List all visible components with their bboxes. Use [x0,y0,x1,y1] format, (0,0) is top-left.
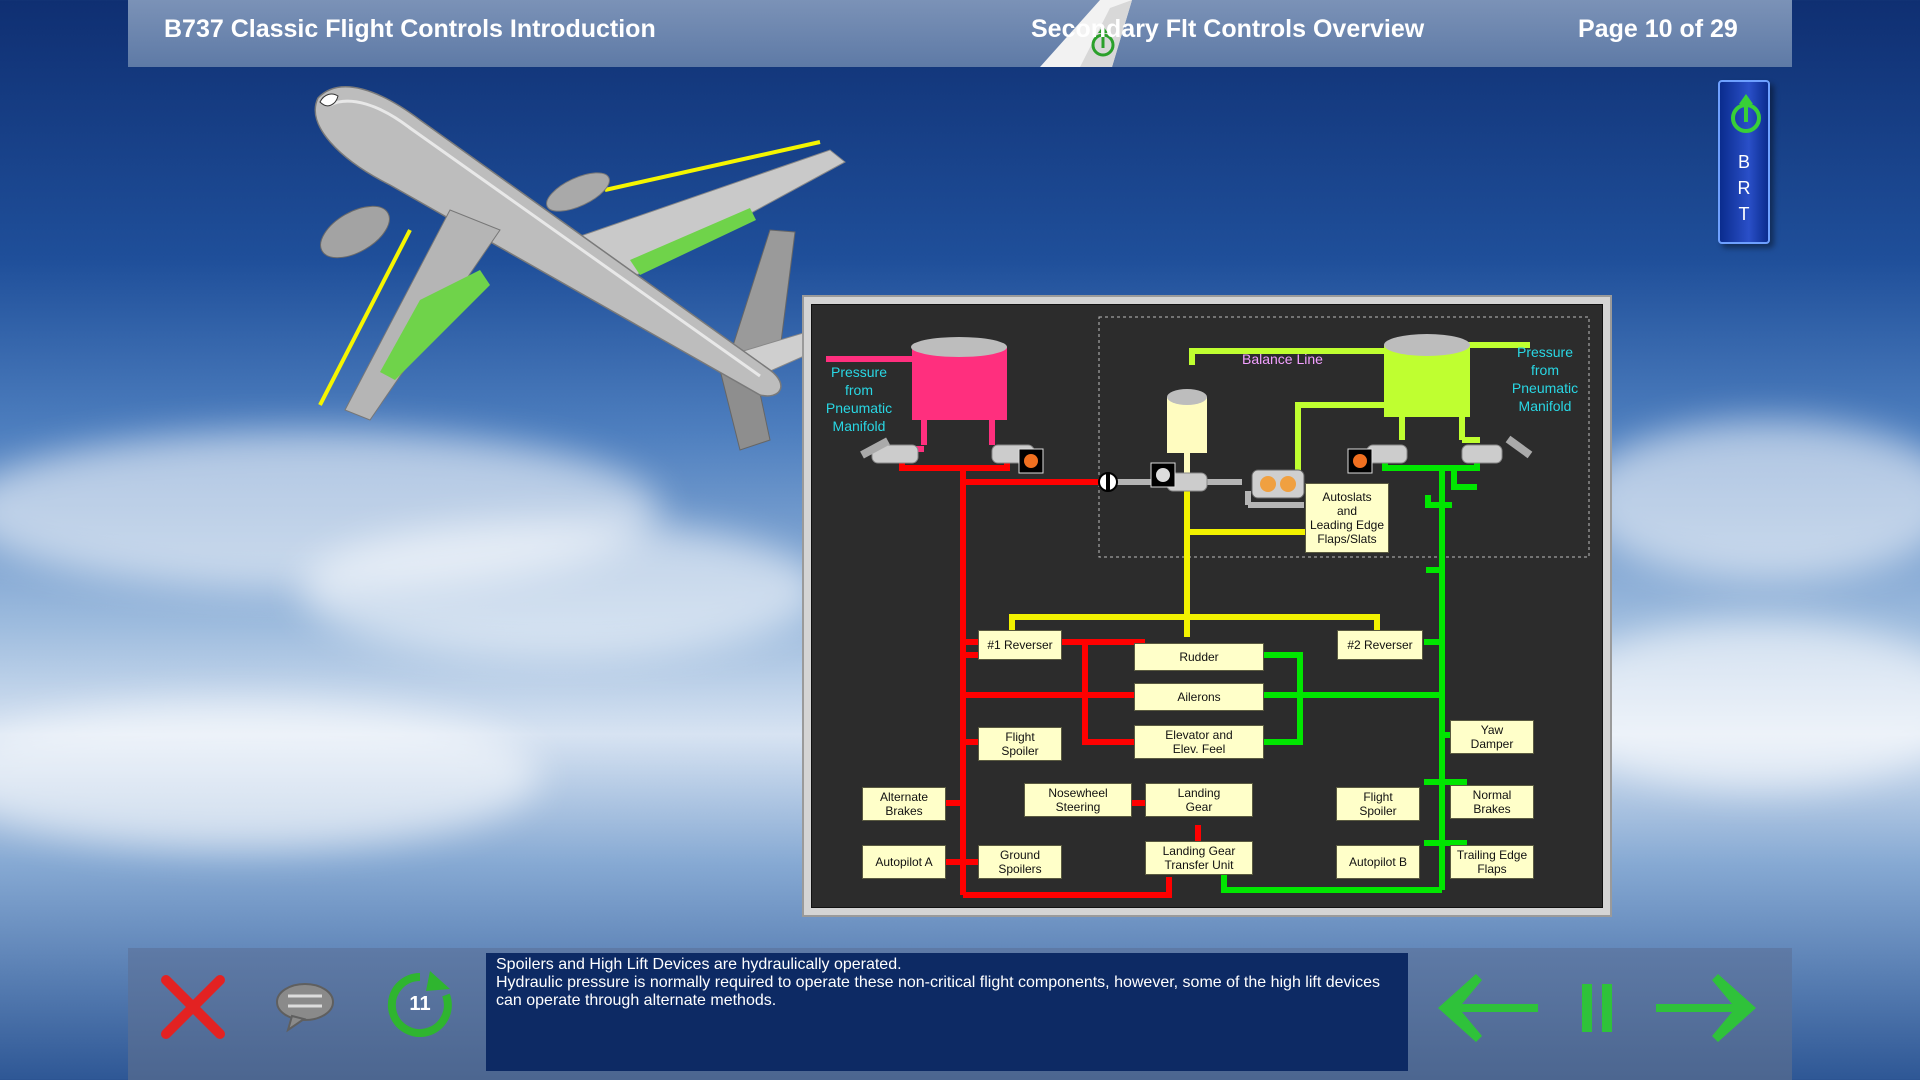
reverser-1-box: #1 Reverser [978,630,1062,660]
box-line: Gear [1185,800,1213,814]
back-arrow-icon[interactable] [1432,968,1544,1048]
section-title: Secondary Flt Controls Overview [1031,15,1425,43]
box-line: Trailing Edge [1456,848,1528,862]
right-pressure-label: Pressure from Pneumatic Manifold [1500,343,1590,415]
box-line: Landing [1177,786,1221,800]
label-line: Manifold [1518,398,1572,414]
brt-letter: T [1738,204,1750,224]
box-line: Spoiler [1359,804,1397,818]
left-pressure-label: Pressure from Pneumatic Manifold [814,363,904,435]
cloud [0,700,540,850]
replay-button[interactable]: 11 [380,965,460,1045]
box-line: Damper [1470,737,1514,751]
box-line: Flight [1005,730,1035,744]
alternate-brakes-box: Alternate Brakes [862,787,946,821]
box-line: Autoslats [1322,490,1372,504]
box-line: Spoiler [1001,744,1039,758]
narration-caption: Spoilers and High Lift Devices are hydra… [486,953,1408,1071]
box-line: Elevator and [1165,728,1233,742]
box-line: Ground [999,848,1041,862]
box-line: Alternate [879,790,929,804]
normal-brakes-box: Normal Brakes [1450,785,1534,819]
box-line: Steering [1055,800,1101,814]
comment-icon[interactable] [270,972,340,1042]
reverser-2-box: #2 Reverser [1337,630,1423,660]
replay-icon [387,971,452,1037]
label-line: Pneumatic [1511,380,1579,396]
box-line: Normal [1472,788,1512,802]
replay-number: 11 [409,993,431,1015]
autopilot-a-box: Autopilot A [862,845,946,879]
elevator-box: Elevator and Elev. Feel [1134,725,1264,759]
label-line: from [845,382,873,398]
box-line: Brakes [1473,802,1511,816]
landing-gear-box: Landing Gear [1145,783,1253,817]
pause-icon[interactable] [1578,978,1618,1038]
close-icon[interactable] [158,972,228,1042]
power-logo-icon [1731,94,1761,133]
brt-letter: R [1737,178,1751,198]
box-line: Brakes [885,804,923,818]
hydraulic-diagram-frame: Pressure from Pneumatic Manifold Pressur… [802,295,1612,917]
autopilot-b-box: Autopilot B [1336,845,1420,879]
rudder-box: Rudder [1134,643,1264,671]
box-line: Transfer Unit [1164,858,1234,872]
box-line: Flaps/Slats [1317,532,1377,546]
header-bar: B737 Classic Flight Controls Introductio… [128,0,1792,67]
label-line: Manifold [832,418,886,434]
label-line: Pneumatic [825,400,893,416]
hydraulic-diagram: Pressure from Pneumatic Manifold Pressur… [811,304,1603,908]
hydraulic-lines [826,316,1590,898]
box-line: Flight [1363,790,1393,804]
caption-line-2: Hydraulic pressure is normally required … [496,974,1380,1009]
box-line: Yaw [1480,723,1504,737]
ground-spoilers-box: Ground Spoilers [978,845,1062,879]
nosewheel-steering-box: Nosewheel Steering [1024,783,1132,817]
transfer-unit-box: Landing Gear Transfer Unit [1145,841,1253,875]
balance-line-label: Balance Line [1242,351,1323,367]
label-line: Pressure [1516,344,1574,360]
box-line: Spoilers [998,862,1042,876]
ailerons-box: Ailerons [1134,683,1264,711]
box-line: Nosewheel [1048,786,1108,800]
box-line: Flaps [1477,862,1507,876]
yaw-damper-box: Yaw Damper [1450,720,1534,754]
brt-letter: B [1737,152,1750,172]
flight-spoiler-b-box: Flight Spoiler [1336,787,1420,821]
next-arrow-icon[interactable] [1650,968,1762,1048]
brt-badge[interactable]: B R T [1718,80,1770,244]
box-line: Leading Edge [1309,518,1385,532]
label-line: Pressure [830,364,888,380]
autoslats-box: Autoslats and Leading Edge Flaps/Slats [1305,483,1389,553]
box-line: Elev. Feel [1172,742,1226,756]
box-line: Landing Gear [1162,844,1236,858]
label-line: from [1531,362,1559,378]
cloud [300,520,820,660]
trailing-edge-flaps-box: Trailing Edge Flaps [1450,845,1534,879]
box-line: and [1336,504,1358,518]
course-title: B737 Classic Flight Controls Introductio… [164,15,656,43]
page-indicator: Page 10 of 29 [1578,15,1738,43]
flight-spoiler-a-box: Flight Spoiler [978,727,1062,761]
caption-line-1: Spoilers and High Lift Devices are hydra… [496,956,902,973]
cloud [1580,420,1920,580]
tail-logo-icon [1040,0,1132,67]
